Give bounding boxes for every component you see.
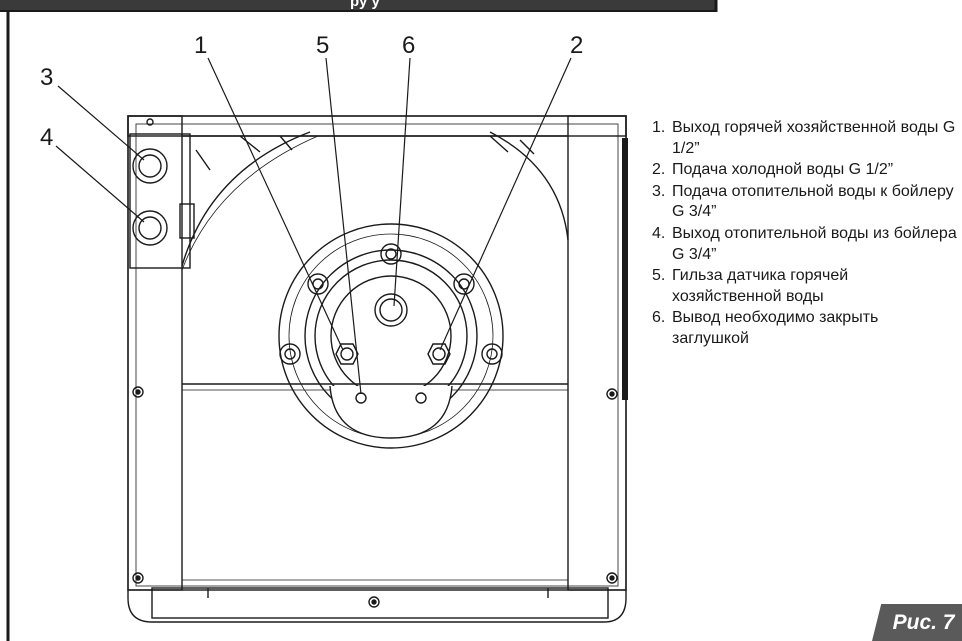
- callout-5: 5: [316, 32, 330, 59]
- legend-item: 5. Гильза датчика горячей хозяйственной …: [652, 266, 958, 307]
- legend-item: 1. Выход горячей хозяйственной воды G 1/…: [652, 118, 958, 159]
- callout-6: 6: [402, 32, 416, 59]
- legend-number: 2.: [652, 161, 666, 179]
- callout-4: 4: [40, 124, 54, 151]
- central-flange: [278, 223, 504, 449]
- legend-text: Вывод необходимо закрыть заглушкой: [672, 309, 879, 347]
- legend-item: 2. Подача холодной воды G 1/2”: [652, 160, 958, 181]
- legend-item: 6. Вывод необходимо закрыть заглушкой: [652, 308, 958, 349]
- legend-number: 3.: [652, 182, 666, 200]
- header-bar: ру у: [0, 0, 716, 12]
- legend-text: Выход горячей хозяйственной воды G 1/2”: [672, 119, 956, 157]
- legend-text: Подача холодной воды G 1/2”: [672, 161, 894, 179]
- legend-item: 3. Подача отопительной воды к бойлеру G …: [652, 182, 958, 223]
- leader-line-6: [393, 57, 411, 307]
- callout-1: 1: [194, 32, 208, 59]
- header-title: ру у: [350, 0, 380, 10]
- leader-line-1: [207, 57, 344, 351]
- figure-label: Рис. 7: [872, 604, 962, 641]
- legend-number: 6.: [652, 309, 666, 327]
- leader-lines: [55, 57, 572, 395]
- legend-item: 4. Выход отопительной воды из бойлера G …: [652, 224, 958, 265]
- housing-screws: [132, 118, 618, 608]
- legend-number: 5.: [652, 267, 666, 285]
- leader-line-5: [325, 57, 362, 395]
- legend-number: 4.: [652, 224, 666, 242]
- cutaway-curve: [181, 131, 569, 271]
- leader-line-3: [57, 85, 145, 161]
- legend: 1. Выход горячей хозяйственной воды G 1/…: [652, 118, 958, 351]
- legend-text: Выход отопительной воды из бойлера G 3/4…: [672, 224, 957, 263]
- callout-3: 3: [40, 64, 54, 91]
- left-connection-block: [129, 133, 195, 269]
- legend-number: 1.: [652, 119, 666, 136]
- legend-text: Гильза датчика горячей хозяйственной вод…: [672, 267, 849, 305]
- hex-fittings: [335, 343, 451, 365]
- leader-line-4: [55, 145, 145, 223]
- callout-2: 2: [570, 32, 584, 59]
- flange-bolts: [279, 243, 503, 365]
- figure-label-text: Рис. 7: [892, 611, 955, 634]
- legend-text: Подача отопительной воды к бойлеру G 3/4…: [672, 182, 954, 221]
- leader-line-2: [439, 57, 572, 351]
